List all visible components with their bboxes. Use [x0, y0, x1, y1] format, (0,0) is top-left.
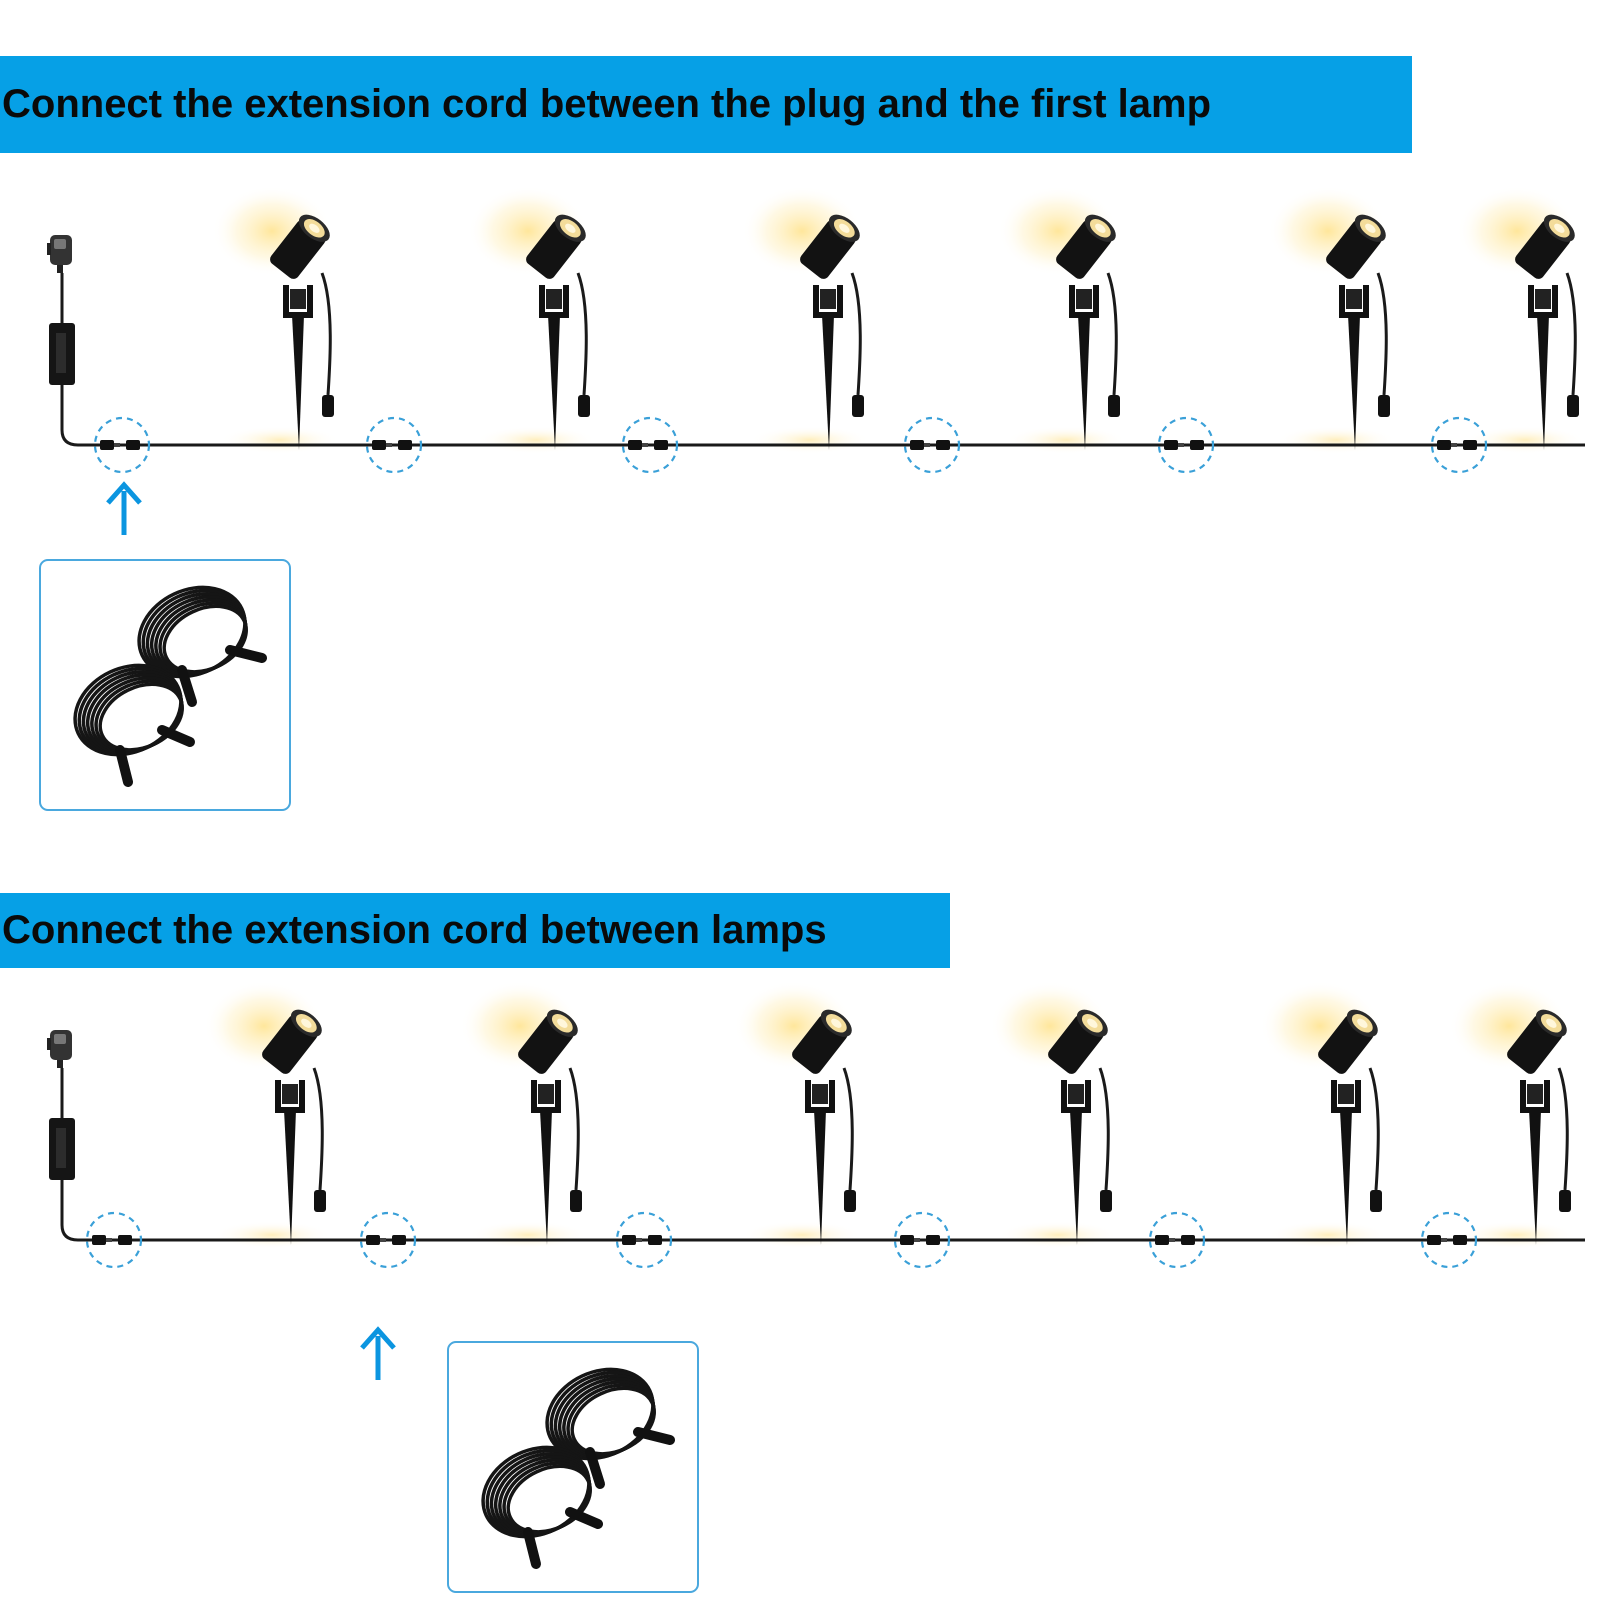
- main-cable: [60, 385, 1585, 447]
- spotlight-icon: [212, 186, 334, 450]
- spotlight-icon: [468, 186, 590, 450]
- connector-icon: [900, 1235, 940, 1245]
- main-cable: [60, 1180, 1585, 1242]
- section-1-heading-text: Connect the extension cord between the p…: [2, 82, 1212, 126]
- connection-highlight-ring: [1157, 416, 1215, 474]
- section-1-diagram: [39, 186, 1585, 811]
- connection-highlight-ring: [1420, 1211, 1478, 1269]
- spotlight-icon: [998, 186, 1120, 450]
- arrow-up-icon: [106, 481, 142, 535]
- connector-icon: [622, 1235, 662, 1245]
- connection-highlight-ring: [615, 1211, 673, 1269]
- connection-highlight-ring: [359, 1211, 417, 1269]
- spotlight-icon: [742, 186, 864, 450]
- plug-icon: [47, 1030, 72, 1068]
- spotlight-icon: [204, 981, 326, 1245]
- connection-highlight-ring: [903, 416, 961, 474]
- connector-icon: [1437, 440, 1477, 450]
- connector-icon: [1164, 440, 1204, 450]
- arrow-up-icon: [360, 1326, 396, 1380]
- extension-cord-icon: [39, 559, 291, 811]
- connector-icon: [628, 440, 668, 450]
- connector-icon: [1427, 1235, 1467, 1245]
- plug-icon: [47, 235, 72, 273]
- section-1-heading: Connect the extension cord between the p…: [0, 56, 1412, 153]
- connection-highlight-ring: [1430, 416, 1488, 474]
- spotlight-icon: [1268, 186, 1390, 450]
- connection-highlight-ring: [365, 416, 423, 474]
- connector-icon: [372, 440, 412, 450]
- spotlight-icon: [1457, 186, 1579, 450]
- extension-cord-icon: [447, 1341, 699, 1593]
- connection-highlight-ring: [621, 416, 679, 474]
- connector-icon: [1155, 1235, 1195, 1245]
- spotlight-icon: [1260, 981, 1382, 1245]
- connection-highlight-ring: [1148, 1211, 1206, 1269]
- spotlight-icon: [734, 981, 856, 1245]
- section-2-diagram: [47, 981, 1585, 1593]
- connection-highlight-ring: [85, 1211, 143, 1269]
- spotlight-icon: [1449, 981, 1571, 1245]
- spotlight-icon: [990, 981, 1112, 1245]
- connection-highlight-ring: [93, 416, 151, 474]
- spotlight-icon: [460, 981, 582, 1245]
- power-adapter-icon: [49, 1118, 75, 1180]
- connector-icon: [910, 440, 950, 450]
- section-2-heading: Connect the extension cord between lamps: [0, 893, 950, 968]
- section-2-heading-text: Connect the extension cord between lamps: [2, 908, 827, 952]
- connector-icon: [92, 1235, 132, 1245]
- connector-icon: [366, 1235, 406, 1245]
- connection-highlight-ring: [893, 1211, 951, 1269]
- power-adapter-icon: [49, 323, 75, 385]
- connector-icon: [100, 440, 140, 450]
